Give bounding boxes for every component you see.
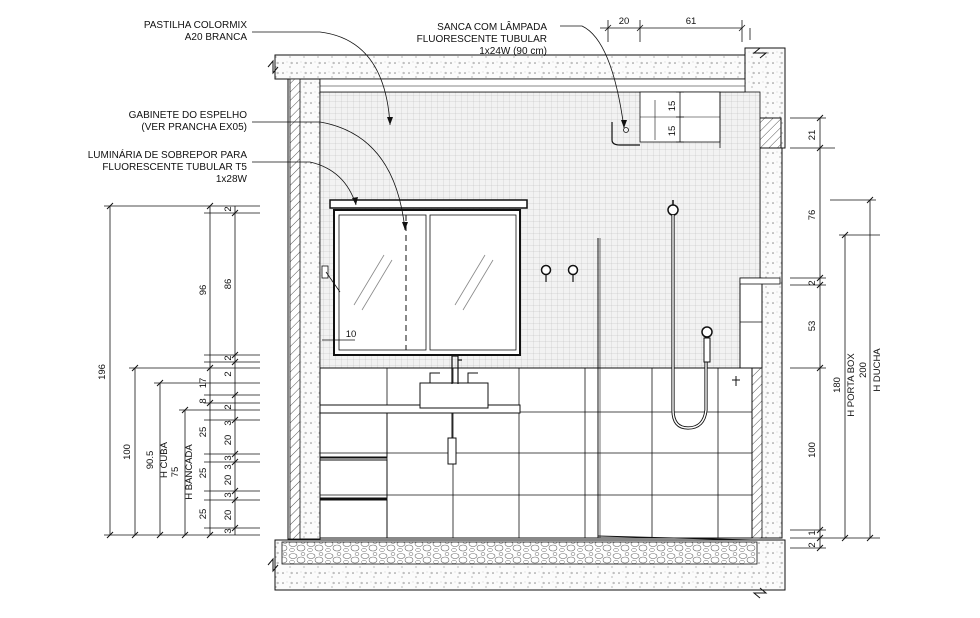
dim-1: 1: [807, 530, 818, 535]
valve-icon: [540, 264, 552, 276]
dim-86: 86: [223, 279, 234, 290]
lamp-socket-icon: [623, 127, 629, 133]
dim-inner-10: 10: [346, 329, 357, 340]
annotation-tile-line1: PASTILHA COLORMIX: [144, 20, 248, 31]
dim-8: 8: [198, 398, 209, 403]
dim-96: 96: [198, 285, 209, 296]
dim-3-a: 3: [223, 420, 234, 425]
floor-fill: [281, 541, 758, 565]
dim-76: 76: [807, 210, 818, 221]
mirror-reflection: [353, 254, 494, 311]
label-h-cuba: H CUBA: [159, 441, 170, 478]
fluorescent-lamp-icon: [611, 122, 640, 146]
door-sill: [597, 535, 753, 541]
dimension-ticks-left: [106, 202, 239, 539]
break-mark-top-left: [267, 59, 279, 75]
break-mark-bottom-left: [267, 557, 279, 573]
dim-21: 21: [807, 130, 818, 141]
dim-200: 200: [858, 362, 869, 378]
dim-top-20: 20: [619, 16, 630, 27]
break-mark-bottom-right: [752, 587, 768, 599]
dim-75: 75: [170, 467, 181, 478]
leader-arrows: [352, 117, 627, 230]
annotation-sanca-line1: SANCA COM LÂMPADA: [437, 20, 547, 33]
dim-2-left: 2: [223, 371, 234, 376]
vanity-drawers: [319, 412, 388, 539]
dim-20-a: 20: [223, 435, 234, 446]
annotation-mirror-line1: GABINETE DO ESPELHO: [129, 110, 248, 121]
dim-53: 53: [807, 321, 818, 332]
ceiling-sanca-band: [319, 78, 746, 93]
dim-2-right-bottom: 2: [807, 542, 818, 547]
right-wall: [759, 147, 783, 539]
dim-2-bottom: 2: [223, 404, 234, 409]
annotation-mirror-line2: (VER PRANCHA EX05): [141, 122, 247, 133]
dim-3-b: 3: [223, 455, 234, 460]
annotation-tile-line2: A20 BRANCA: [185, 32, 248, 43]
left-wall-finish: [289, 78, 301, 540]
wall-outlet: [321, 265, 329, 279]
label-h-bancada: H BANCADA: [184, 444, 195, 500]
tile-grid: [320, 368, 752, 538]
dim-3-e: 3: [223, 528, 234, 533]
dim-90-5: 90.5: [145, 451, 156, 470]
dim-25-b: 25: [198, 468, 209, 479]
dimension-texts-left: 196 100 90.5 H CUBA 75 H BANCADA 96 86 2…: [97, 206, 234, 533]
annotations: PASTILHA COLORMIX A20 BRANCA GABINETE DO…: [88, 20, 548, 185]
wall-outlet-shower: [732, 376, 740, 386]
dim-inner-15a: 15: [667, 101, 678, 112]
faucet-icon: [451, 355, 462, 384]
dimension-lines-right: [790, 117, 880, 549]
hand-shower-icon: [701, 326, 713, 338]
dim-20-b: 20: [223, 475, 234, 486]
dim-3-c: 3: [223, 464, 234, 469]
leader-lines: [252, 25, 751, 231]
dimension-lines-left: [104, 205, 260, 536]
dim-25-c: 25: [198, 509, 209, 520]
dim-180: 180: [832, 377, 843, 393]
dim-17: 17: [198, 378, 209, 389]
dim-100-left: 100: [122, 444, 133, 460]
valve-icon: [567, 264, 579, 276]
luminaire-strip: [329, 199, 528, 209]
sink-basin: [419, 382, 489, 409]
vanity: [319, 355, 521, 539]
wall-finishes: [319, 78, 761, 539]
shower-valves: [540, 264, 579, 282]
dimension-texts-right: 21 76 2 53 100 1 2 180 H PORTA BOX 200 H…: [807, 130, 883, 548]
annotation-lum-line1: LUMINÁRIA DE SOBREPOR PARA: [88, 148, 248, 161]
ceiling-slab: [274, 54, 746, 80]
dim-top-61: 61: [686, 16, 697, 27]
dim-25-a: 25: [198, 427, 209, 438]
label-h-porta-box: H PORTA BOX: [846, 353, 857, 417]
shower-niche: [739, 277, 763, 369]
mirror-cabinet: [321, 199, 528, 356]
label-h-ducha: H DUCHA: [872, 348, 883, 392]
dim-100-right: 100: [807, 442, 818, 458]
break-mark-top-right: [752, 47, 768, 59]
drain-trap-icon: [447, 437, 457, 465]
annotation-lum-line2: FLUORESCENTE TUBULAR T5: [102, 162, 247, 173]
dim-2-top: 2: [223, 206, 234, 211]
dim-3-d: 3: [223, 492, 234, 497]
dim-2-mid: 2: [223, 355, 234, 360]
dim-196: 196: [97, 364, 108, 380]
annotation-sanca-line2: FLUORESCENTE TUBULAR: [417, 34, 547, 45]
dimensions-inner: [676, 91, 684, 143]
shower-area: [540, 200, 781, 541]
mirror-frame: [333, 209, 521, 356]
right-wall-finish: [751, 367, 763, 539]
annotation-sanca-line3: 1x24W (90 cm): [479, 46, 547, 57]
dimension-ticks-right: [816, 114, 874, 552]
dim-20-c: 20: [223, 510, 234, 521]
shower-head-icon: [667, 204, 679, 216]
dim-inner-15b: 15: [667, 126, 678, 137]
annotation-lum-line3: 1x28W: [216, 174, 248, 185]
dim-2-right-top: 2: [807, 280, 818, 285]
dimensions-top: [600, 20, 746, 42]
